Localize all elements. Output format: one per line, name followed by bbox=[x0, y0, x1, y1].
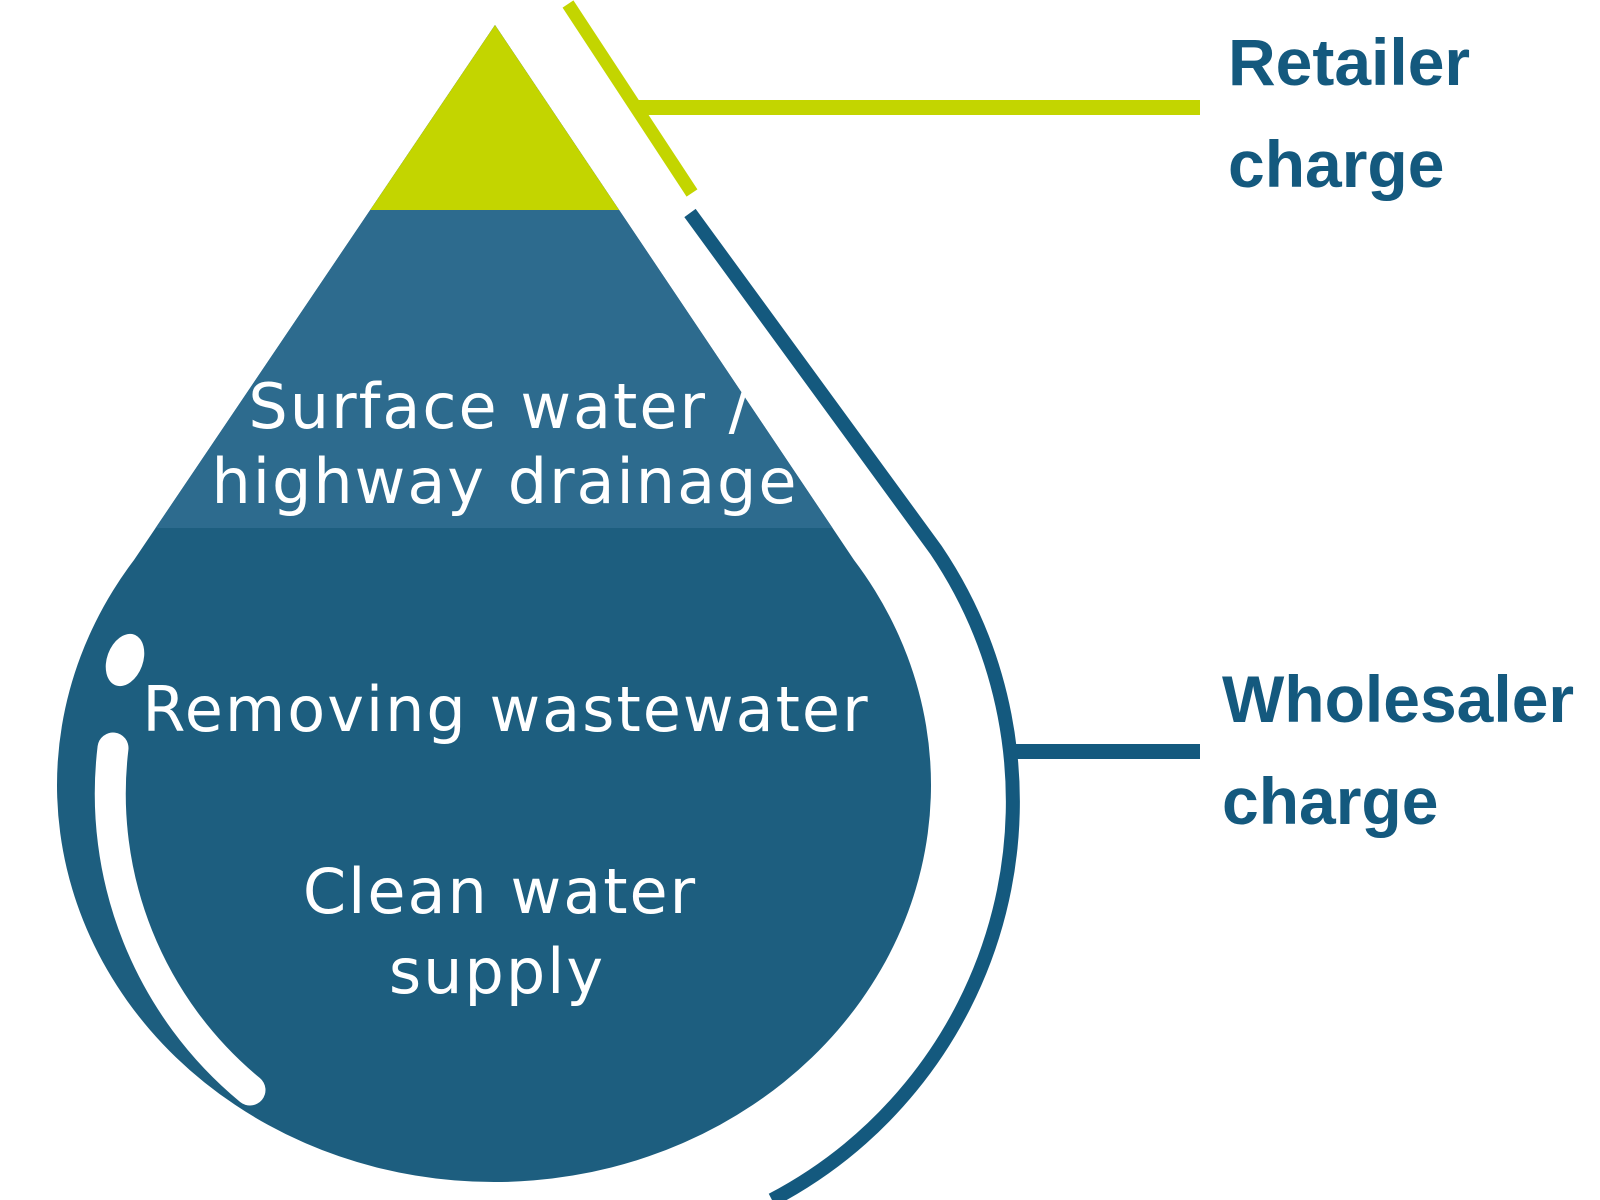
drop-outline-arc bbox=[684, 208, 1020, 1200]
clean-water-label-line2: supply bbox=[389, 935, 605, 1008]
shine-dot bbox=[105, 633, 145, 687]
surface-water-label-line2: highway drainage bbox=[211, 445, 798, 518]
retailer-charge-label-line2: charge bbox=[1228, 127, 1444, 201]
removing-wastewater-label: Removing wastewater bbox=[142, 673, 869, 746]
retailer-callout-line bbox=[633, 100, 1200, 115]
wholesaler-callout-line bbox=[1004, 744, 1200, 759]
water-drop bbox=[56, 25, 931, 1183]
wholesaler-charge-label-line1: Wholesaler bbox=[1222, 662, 1574, 736]
retailer-charge-label-line1: Retailer bbox=[1228, 25, 1470, 99]
wholesaler-charge-label: Wholesaler charge bbox=[1222, 662, 1574, 838]
retailer-outline-segment bbox=[562, 0, 698, 197]
shine-arc bbox=[94, 732, 266, 1106]
retailer-charge-label: Retailer charge bbox=[1228, 25, 1470, 201]
surface-water-label-line1: Surface water / bbox=[248, 370, 751, 443]
clean-water-label-line1: Clean water bbox=[303, 855, 697, 928]
wholesaler-charge-label-line2: charge bbox=[1222, 764, 1438, 838]
